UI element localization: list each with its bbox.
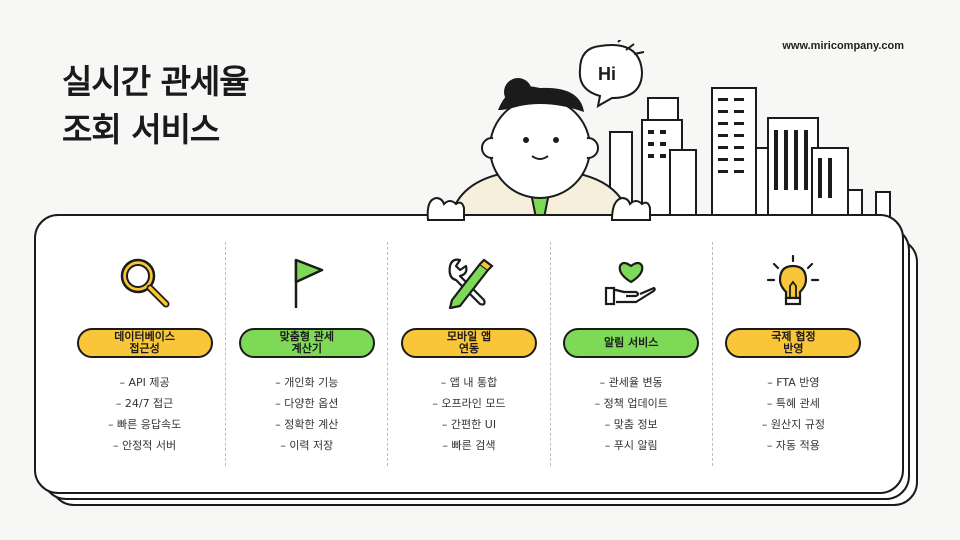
feature-column-international: 국제 협정 반영 FTA 반영 특혜 관세 원산지 규정 자동 적용 [711, 242, 874, 466]
list-item: 원산지 규정 [762, 414, 825, 435]
list-item: FTA 반영 [762, 372, 825, 393]
feature-label-calculator: 맞춤형 관세 계산기 [238, 328, 375, 358]
list-item: 이력 저장 [275, 435, 338, 456]
tools-icon [448, 258, 494, 310]
right-hand [610, 196, 651, 221]
list-item: 정책 업데이트 [595, 393, 668, 414]
list-item: 안정적 서버 [108, 435, 181, 456]
feature-list: API 제공 24/7 접근 빠른 응답속도 안정적 서버 [108, 372, 181, 456]
feature-label-international: 국제 협정 반영 [725, 328, 862, 358]
lightbulb-icon [767, 254, 820, 306]
feature-column-calculator: 맞춤형 관세 계산기 개인화 기능 다양한 옵션 정확한 계산 이력 저장 [225, 242, 387, 466]
speech-bubble-text: Hi [598, 64, 616, 84]
list-item: 특혜 관세 [762, 393, 825, 414]
list-item: 앱 내 통합 [432, 372, 505, 393]
page-title: 실시간 관세율 조회 서비스 [62, 58, 250, 154]
title-line-1: 실시간 관세율 [62, 62, 250, 101]
list-item: 빠른 응답속도 [108, 414, 181, 435]
feature-column-notification: 알림 서비스 관세율 변동 정책 업데이트 맞춤 정보 푸시 알림 [549, 242, 712, 466]
title-line-2: 조회 서비스 [62, 110, 220, 149]
magnifier-icon [120, 258, 170, 308]
flag-icon [294, 258, 324, 308]
list-item: 다양한 옵션 [275, 393, 338, 414]
list-item: 24/7 접근 [108, 393, 181, 414]
speech-bubble [578, 44, 644, 108]
list-item: 오프라인 모드 [432, 393, 505, 414]
feature-label-notification: 알림 서비스 [563, 328, 700, 358]
list-item: 관세율 변동 [595, 372, 668, 393]
feature-label-mobile: 모바일 앱 연동 [401, 328, 537, 358]
list-item: 맞춤 정보 [595, 414, 668, 435]
character-hands [426, 196, 651, 221]
feature-list: FTA 반영 특혜 관세 원산지 규정 자동 적용 [762, 372, 825, 456]
list-item: 개인화 기능 [275, 372, 338, 393]
feature-column-mobile: 모바일 앱 연동 앱 내 통합 오프라인 모드 간편한 UI 빠른 검색 [387, 242, 549, 466]
list-item: 푸시 알림 [595, 435, 668, 456]
list-item: API 제공 [108, 372, 181, 393]
site-url[interactable]: www.miricompany.com [782, 40, 904, 52]
feature-list: 개인화 기능 다양한 옵션 정확한 계산 이력 저장 [275, 372, 338, 456]
feature-column-database: 데이터베이스 접근성 API 제공 24/7 접근 빠른 응답속도 안정적 서버 [64, 242, 225, 466]
left-hand [426, 196, 465, 221]
feature-columns: 데이터베이스 접근성 API 제공 24/7 접근 빠른 응답속도 안정적 서버… [64, 242, 874, 466]
feature-list: 앱 내 통합 오프라인 모드 간편한 UI 빠른 검색 [432, 372, 505, 456]
list-item: 간편한 UI [432, 414, 505, 435]
list-item: 빠른 검색 [432, 435, 505, 456]
feature-list: 관세율 변동 정책 업데이트 맞춤 정보 푸시 알림 [595, 372, 668, 456]
list-item: 자동 적용 [762, 435, 825, 456]
feature-label-database: 데이터베이스 접근성 [76, 328, 213, 358]
heart-hand-icon [605, 261, 656, 306]
list-item: 정확한 계산 [275, 414, 338, 435]
